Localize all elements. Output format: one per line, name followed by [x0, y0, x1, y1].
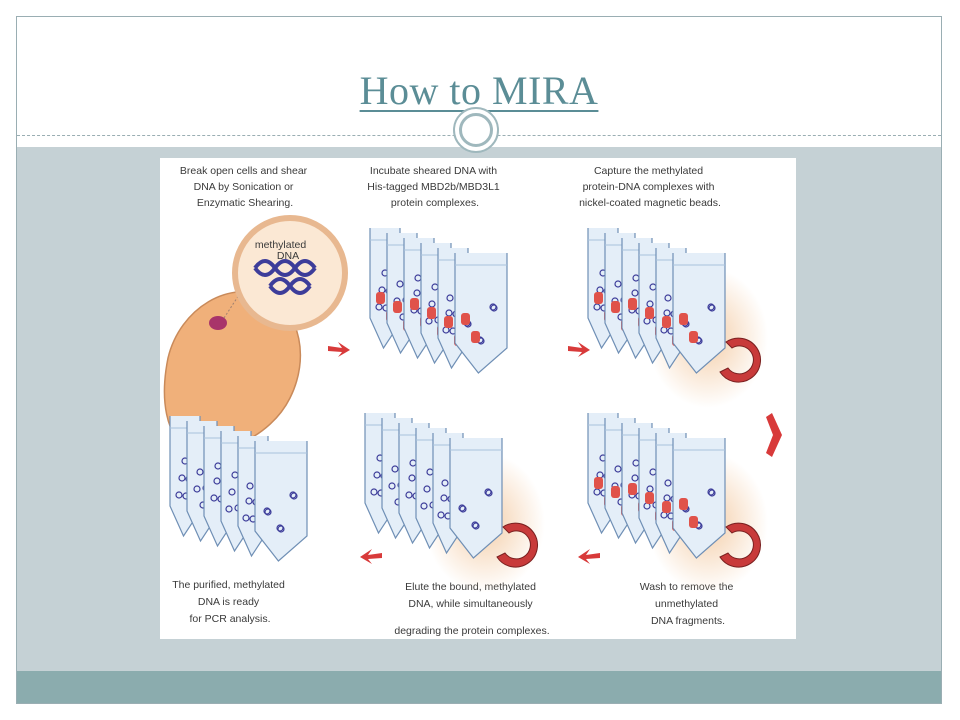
tube-set-step5 [364, 413, 545, 593]
circle-ornament-icon [453, 107, 499, 153]
mira-diagram: Break open cells and shear DNA by Sonica… [160, 158, 796, 639]
tube-set-step3 [587, 228, 768, 408]
tube-sets [169, 228, 768, 593]
cell-nucleus [209, 316, 227, 330]
step6-caption: The purified, methylated DNA is ready fo… [172, 579, 288, 625]
mira-diagram-svg: Break open cells and shear DNA by Sonica… [163, 165, 782, 637]
bubble-label: methylated DNA [255, 239, 309, 262]
flow-arrows [328, 342, 782, 564]
arrow-step2-to-3-icon [568, 342, 590, 357]
step2-caption: Incubate sheared DNA with His-tagged MBD… [367, 165, 502, 209]
arrow-step3-to-4-icon [766, 413, 782, 457]
step3-caption: Capture the methylated protein-DNA compl… [579, 165, 721, 209]
arrow-step5-to-6-icon [360, 549, 382, 564]
arrow-step4-to-5-icon [578, 549, 600, 564]
arrow-step1-to-2-icon [328, 342, 350, 357]
slide-title[interactable]: How to MIRA [359, 68, 599, 113]
tube-set-step4 [587, 413, 768, 593]
title-area: How to MIRA [17, 17, 941, 135]
cell-illustration: methylated DNA [163, 215, 348, 452]
step1-caption: Break open cells and shear DNA by Sonica… [180, 165, 310, 209]
dna-helix-icon [253, 259, 317, 277]
tube-set-step2 [369, 228, 508, 374]
bottom-band [17, 671, 941, 703]
tube-set-step6 [169, 416, 308, 562]
